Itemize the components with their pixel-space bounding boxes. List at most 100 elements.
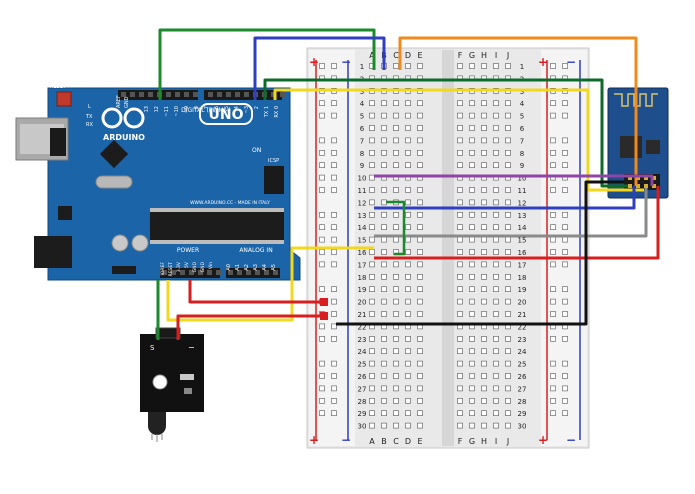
breadboard-hole bbox=[369, 137, 375, 144]
rail-hole bbox=[319, 63, 325, 69]
breadboard-hole bbox=[493, 410, 499, 417]
breadboard-hole bbox=[393, 212, 399, 218]
breadboard-hole bbox=[481, 298, 487, 305]
breadboard-hole bbox=[469, 422, 475, 429]
header-hole bbox=[235, 92, 240, 97]
rail-hole bbox=[562, 311, 568, 317]
breadboard-hole bbox=[405, 286, 411, 293]
row-number-left: 12 bbox=[358, 199, 367, 207]
breadboard-hole bbox=[493, 286, 499, 293]
rail-hole bbox=[319, 224, 325, 230]
breadboard-hole bbox=[493, 63, 499, 69]
arduino-brand: ARDUINO bbox=[103, 133, 145, 142]
breadboard-hole bbox=[457, 63, 463, 69]
wires bbox=[156, 28, 660, 340]
rail-hole bbox=[331, 311, 337, 317]
breadboard-hole bbox=[481, 373, 487, 379]
breadboard-hole bbox=[369, 125, 375, 131]
rail-hole bbox=[562, 360, 568, 367]
column-letter-bottom: D bbox=[405, 437, 411, 446]
breadboard-hole bbox=[405, 298, 411, 305]
breadboard-hole bbox=[493, 236, 499, 243]
rail-hole bbox=[319, 261, 325, 268]
rail-hole bbox=[331, 397, 337, 404]
breadboard-hole bbox=[457, 100, 463, 106]
row-number-left: 8 bbox=[360, 150, 364, 158]
breadboard-hole bbox=[381, 298, 387, 305]
breadboard-hole bbox=[381, 273, 387, 280]
digital-pin-label: 13 bbox=[144, 106, 150, 112]
bottom-header-holes bbox=[162, 270, 278, 275]
breadboard-hole bbox=[405, 162, 411, 168]
breadboard-hole bbox=[505, 187, 511, 193]
breadboard-hole bbox=[393, 422, 399, 429]
breadboard-hole bbox=[505, 273, 511, 280]
breadboard-hole bbox=[405, 224, 411, 230]
row-number-left: 6 bbox=[360, 125, 365, 133]
header-hole bbox=[189, 270, 194, 275]
wire-red-board-to-esp bbox=[374, 186, 660, 260]
breadboard-hole bbox=[369, 100, 375, 106]
breadboard-hole bbox=[481, 150, 487, 156]
row-number-left: 13 bbox=[358, 212, 367, 220]
breadboard-hole bbox=[457, 422, 463, 429]
breadboard-hole bbox=[369, 286, 375, 293]
rail-hole bbox=[319, 100, 325, 106]
breadboard-hole bbox=[469, 273, 475, 280]
breadboard-hole bbox=[469, 360, 475, 367]
header-hole bbox=[184, 92, 189, 97]
breadboard-hole bbox=[505, 63, 511, 69]
breadboard-hole bbox=[469, 125, 475, 131]
breadboard-hole bbox=[405, 311, 411, 317]
rail-hole bbox=[331, 410, 337, 417]
power-pin-label: RESET bbox=[168, 262, 174, 277]
rail-hole bbox=[562, 385, 568, 392]
center-channel bbox=[442, 50, 454, 446]
breadboard-hole bbox=[505, 261, 511, 268]
column-letter-bottom: I bbox=[495, 437, 497, 446]
breadboard-hole bbox=[369, 410, 375, 417]
row-number-left: 3 bbox=[360, 88, 364, 96]
header-hole bbox=[148, 92, 153, 97]
rail-hole bbox=[550, 112, 556, 119]
sensor-resistor bbox=[180, 374, 194, 380]
rail-hole bbox=[562, 150, 568, 156]
breadboard-hole bbox=[457, 385, 463, 392]
temperature-sensor-module: S − bbox=[140, 327, 204, 442]
header-hole bbox=[175, 92, 180, 97]
breadboard-hole bbox=[493, 187, 499, 193]
row-number-right: 17 bbox=[518, 261, 527, 269]
rail-hole bbox=[331, 150, 337, 156]
rail-hole bbox=[550, 100, 556, 106]
sensor-mount-hole bbox=[152, 374, 168, 390]
breadboard-hole bbox=[393, 162, 399, 168]
breadboard-hole bbox=[481, 224, 487, 230]
breadboard-hole bbox=[405, 273, 411, 280]
right-rail-minus-bottom: − bbox=[566, 433, 576, 447]
breadboard-hole bbox=[493, 100, 499, 106]
breadboard-hole bbox=[457, 199, 463, 206]
breadboard-hole bbox=[481, 100, 487, 106]
power-header-label: POWER bbox=[177, 247, 199, 254]
breadboard-hole bbox=[469, 212, 475, 218]
rail-hole bbox=[550, 298, 556, 305]
breadboard-hole bbox=[405, 397, 411, 404]
header-hole bbox=[237, 270, 242, 275]
atmega-socket-bottom bbox=[150, 240, 284, 244]
column-letter-top: G bbox=[469, 51, 475, 60]
header-hole bbox=[198, 270, 203, 275]
row-number-left: 23 bbox=[358, 336, 367, 344]
breadboard-hole bbox=[393, 236, 399, 243]
header-hole bbox=[162, 270, 167, 275]
breadboard-hole bbox=[457, 112, 463, 119]
breadboard-hole bbox=[417, 422, 423, 429]
rail-hole bbox=[331, 323, 337, 330]
tx-label: TX bbox=[85, 114, 93, 120]
rail-hole bbox=[562, 410, 568, 417]
breadboard-hole bbox=[493, 112, 499, 119]
breadboard-hole bbox=[381, 373, 387, 379]
breadboard-hole bbox=[369, 224, 375, 230]
header-hole bbox=[216, 270, 221, 275]
breadboard-hole bbox=[469, 249, 475, 255]
